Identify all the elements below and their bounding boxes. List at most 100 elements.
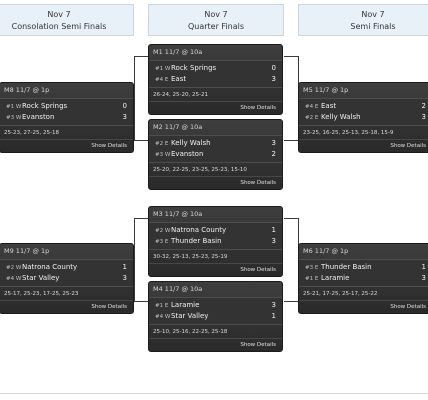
team-score: 3 [271, 301, 276, 309]
set-scores: 26-24, 25-20, 25-21 [149, 88, 282, 102]
team-seed: #3 E [155, 239, 169, 245]
team-seed: #4 E [155, 77, 169, 83]
match-header: M3 11/7 @ 10a [153, 210, 203, 218]
show-details-link[interactable]: Show Details [91, 143, 127, 149]
team-row: #4 WStar Valley 3 [0, 273, 133, 284]
team-seed: #1 W [6, 104, 22, 110]
show-details-link[interactable]: Show Details [390, 143, 426, 149]
team-score: 3 [122, 113, 127, 121]
show-details-link[interactable]: Show Details [240, 267, 276, 273]
team-name: Natrona County [22, 263, 78, 271]
team-name: Laramie [171, 301, 200, 309]
team-score: 1 [271, 226, 276, 234]
team-score: 3 [271, 237, 276, 245]
team-seed: #3 W [155, 152, 171, 158]
team-name: Natrona County [171, 226, 227, 234]
team-seed: #2 E [155, 141, 169, 147]
bracket-connector [134, 218, 149, 302]
team-seed: #1 W [155, 66, 171, 72]
bracket-connector [284, 56, 299, 141]
team-score: 3 [271, 75, 276, 83]
show-details-link[interactable]: Show Details [240, 342, 276, 348]
match-card-m8: M8 11/7 @ 1p #1 WRock Springs 0 #3 WEvans… [0, 82, 134, 153]
round-title: Consolation Semi Finals [11, 22, 107, 31]
show-details-link[interactable]: Show Details [390, 304, 426, 310]
team-score: 2 [271, 150, 276, 158]
match-header: M4 11/7 @ 10a [153, 285, 203, 293]
set-scores: 25-20, 22-25, 23-25, 25-23, 15-10 [149, 163, 282, 177]
team-seed: #3 E [305, 265, 319, 271]
match-teams: #1 WRock Springs 0 #3 WEvanston 3 [0, 98, 133, 126]
team-seed: #3 W [6, 115, 22, 121]
round-header-consolation-semi-finals: Nov 7 Consolation Semi Finals [0, 4, 134, 36]
set-scores: 25-21, 17-25, 25-17, 25-22 [299, 287, 428, 301]
team-row: #2 WNatrona County 1 [149, 225, 282, 236]
team-score: 0 [271, 64, 276, 72]
team-row: #3 WEvanston 3 [0, 112, 133, 123]
team-name: Evanston [22, 113, 55, 121]
team-score: 3 [421, 113, 426, 121]
team-score: 1 [122, 263, 127, 271]
team-name: Star Valley [22, 274, 60, 282]
round-title: Quarter Finals [187, 22, 245, 31]
round-title: Semi Finals [350, 22, 396, 31]
team-name: Star Valley [171, 312, 209, 320]
round-header-quarter-finals: Nov 7 Quarter Finals [148, 4, 284, 36]
team-name: Thunder Basin [321, 263, 372, 271]
set-scores: 25-17, 25-23, 17-25, 25-23 [0, 287, 133, 301]
team-seed: #2 W [155, 228, 171, 234]
team-seed: #2 E [305, 115, 319, 121]
team-score: 2 [421, 102, 426, 110]
team-name: Rock Springs [171, 64, 217, 72]
team-name: Evanston [171, 150, 204, 158]
team-score: 1 [421, 263, 426, 271]
show-details-link[interactable]: Show Details [240, 105, 276, 111]
match-header: M9 11/7 @ 1p [4, 247, 50, 255]
show-details-link[interactable]: Show Details [240, 180, 276, 186]
team-seed: #4 W [6, 276, 22, 282]
team-seed: #1 E [305, 276, 319, 282]
set-scores: 30-32, 25-13, 25-23, 25-19 [149, 250, 282, 264]
team-name: Rock Springs [22, 102, 68, 110]
match-header: M2 11/7 @ 10a [153, 123, 203, 131]
round-header-semi-finals: Nov 7 Semi Finals [298, 4, 428, 36]
match-header: M6 11/7 @ 1p [303, 247, 349, 255]
round-date: Nov 7 [204, 10, 228, 19]
team-row: #1 WRock Springs 0 [149, 63, 282, 74]
team-score: 3 [122, 274, 127, 282]
team-score: 0 [122, 102, 127, 110]
team-row: #1 WRock Springs 0 [0, 101, 133, 112]
set-scores: 25-10, 25-16, 22-25, 25-18 [149, 325, 282, 339]
team-seed: #4 E [305, 104, 319, 110]
match-header: M8 11/7 @ 1p [4, 86, 50, 94]
match-header: M5 11/7 @ 1p [303, 86, 349, 94]
show-details-link[interactable]: Show Details [91, 304, 127, 310]
team-name: Laramie [321, 274, 350, 282]
team-seed: #1 E [155, 303, 169, 309]
bracket-connector [284, 218, 299, 302]
match-header: M1 11/7 @ 10a [153, 48, 203, 56]
round-date: Nov 7 [47, 10, 71, 19]
team-row: #3 WEvanston 2 [149, 149, 282, 160]
team-score: 3 [271, 139, 276, 147]
